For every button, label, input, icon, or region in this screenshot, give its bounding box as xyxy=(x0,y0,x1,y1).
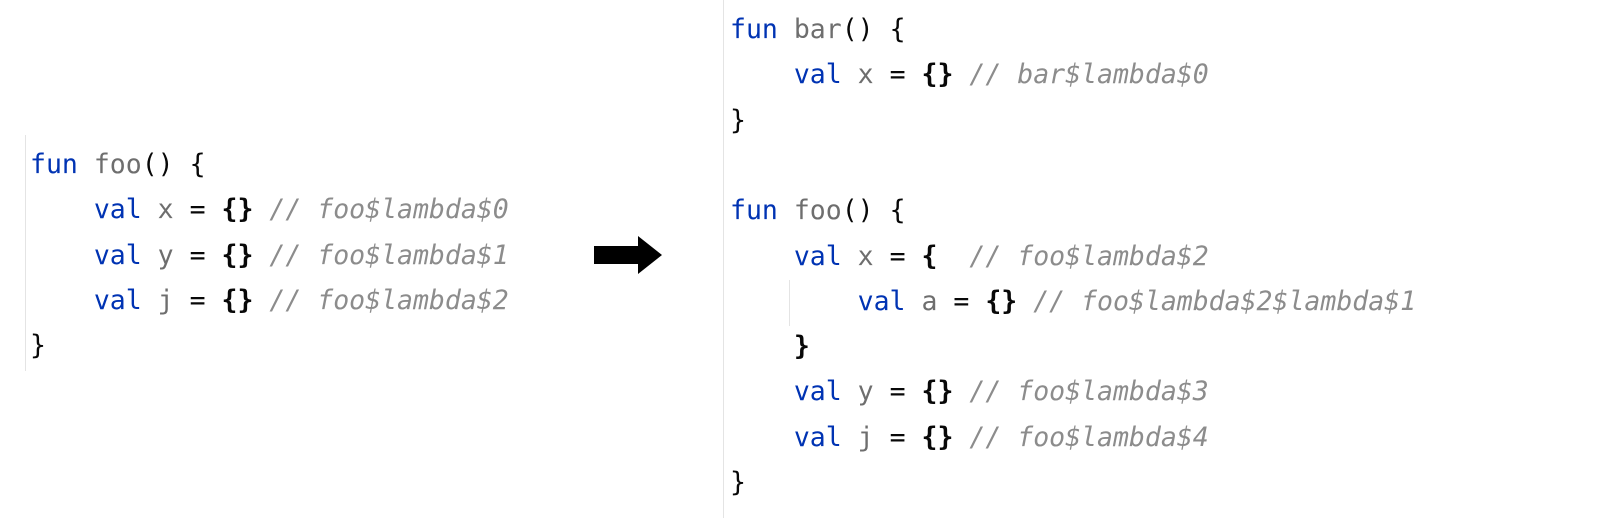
code-line: val a = {} // foo$lambda$2$lambda$1 xyxy=(730,279,1416,324)
punctuation: = xyxy=(189,194,222,226)
punctuation: } xyxy=(730,467,746,498)
punctuation: = xyxy=(889,421,922,453)
punctuation xyxy=(30,285,94,316)
lambda-braces: { xyxy=(921,240,938,272)
comment: // foo$lambda$1 xyxy=(253,239,509,271)
identifier: x xyxy=(841,59,890,91)
punctuation: = xyxy=(953,285,986,317)
punctuation: } xyxy=(730,104,746,136)
keyword: fun xyxy=(730,195,778,227)
keyword: val xyxy=(857,285,906,317)
keyword: val xyxy=(793,59,842,91)
lambda-braces: {} xyxy=(221,194,254,226)
identifier: j xyxy=(141,284,190,316)
comment: // foo$lambda$4 xyxy=(953,421,1209,453)
identifier: bar xyxy=(793,14,842,45)
keyword: val xyxy=(93,239,142,271)
code-line: val j = {} // foo$lambda$2 xyxy=(30,278,509,323)
punctuation: = xyxy=(889,240,922,272)
lambda-braces: {} xyxy=(985,285,1018,317)
code-line: } xyxy=(30,323,46,368)
lambda-braces: {} xyxy=(921,421,954,453)
code-line: } xyxy=(730,98,746,143)
keyword: val xyxy=(793,421,842,453)
keyword: val xyxy=(793,240,842,272)
punctuation: } xyxy=(30,330,46,362)
code-line: fun foo() { xyxy=(730,188,906,233)
punctuation xyxy=(730,422,794,453)
punctuation xyxy=(778,195,794,226)
keyword: val xyxy=(93,284,142,316)
identifier: y xyxy=(841,376,890,408)
identifier: foo xyxy=(793,195,842,227)
code-line: val x = {} // foo$lambda$0 xyxy=(30,187,509,232)
keyword: fun xyxy=(730,14,778,45)
lambda-braces: {} xyxy=(221,239,254,271)
code-line: val x = {} // bar$lambda$0 xyxy=(730,52,1209,97)
code-line: fun bar() { xyxy=(730,7,906,52)
punctuation: = xyxy=(889,59,922,91)
comment: // foo$lambda$2 xyxy=(253,284,509,316)
comment: // foo$lambda$3 xyxy=(953,376,1209,408)
punctuation: = xyxy=(189,239,222,271)
punctuation xyxy=(730,286,858,317)
keyword: val xyxy=(93,194,142,226)
lambda-braces: {} xyxy=(221,284,254,316)
punctuation: () { xyxy=(841,14,906,45)
code-line: val y = {} // foo$lambda$1 xyxy=(30,233,509,278)
identifier: y xyxy=(141,239,190,271)
lambda-braces: {} xyxy=(921,376,954,408)
punctuation xyxy=(30,194,94,225)
comment: // foo$lambda$0 xyxy=(253,194,509,226)
code-line: } xyxy=(730,324,810,369)
lambda-braces: } xyxy=(793,331,810,363)
punctuation xyxy=(730,241,794,272)
punctuation xyxy=(730,331,794,362)
punctuation: = xyxy=(189,284,222,316)
comment: // foo$lambda$2$lambda$1 xyxy=(1017,285,1417,317)
keyword: val xyxy=(793,376,842,408)
keyword: fun xyxy=(30,149,78,180)
identifier: a xyxy=(905,285,954,317)
nested-indent-guide xyxy=(789,280,790,326)
punctuation xyxy=(30,240,94,271)
punctuation: () { xyxy=(841,195,906,227)
punctuation xyxy=(78,149,94,180)
left-indent-guide xyxy=(25,135,26,371)
identifier: x xyxy=(841,240,890,272)
identifier: j xyxy=(841,421,890,453)
punctuation xyxy=(730,376,794,407)
lambda-braces: {} xyxy=(921,59,954,91)
punctuation: () { xyxy=(141,149,206,180)
comment: // bar$lambda$0 xyxy=(953,59,1209,91)
code-line: val x = { // foo$lambda$2 xyxy=(730,234,1209,279)
punctuation xyxy=(778,14,794,45)
comment: // foo$lambda$2 xyxy=(937,240,1209,272)
punctuation xyxy=(730,59,794,90)
code-line: fun foo() { xyxy=(30,142,206,187)
punctuation: = xyxy=(889,376,922,408)
right-arrow-icon xyxy=(594,236,662,274)
code-line: val y = {} // foo$lambda$3 xyxy=(730,369,1209,414)
identifier: x xyxy=(141,194,190,226)
identifier: foo xyxy=(93,149,142,180)
code-line: } xyxy=(730,460,746,505)
code-line: val j = {} // foo$lambda$4 xyxy=(730,415,1209,460)
right-indent-guide xyxy=(723,0,724,518)
